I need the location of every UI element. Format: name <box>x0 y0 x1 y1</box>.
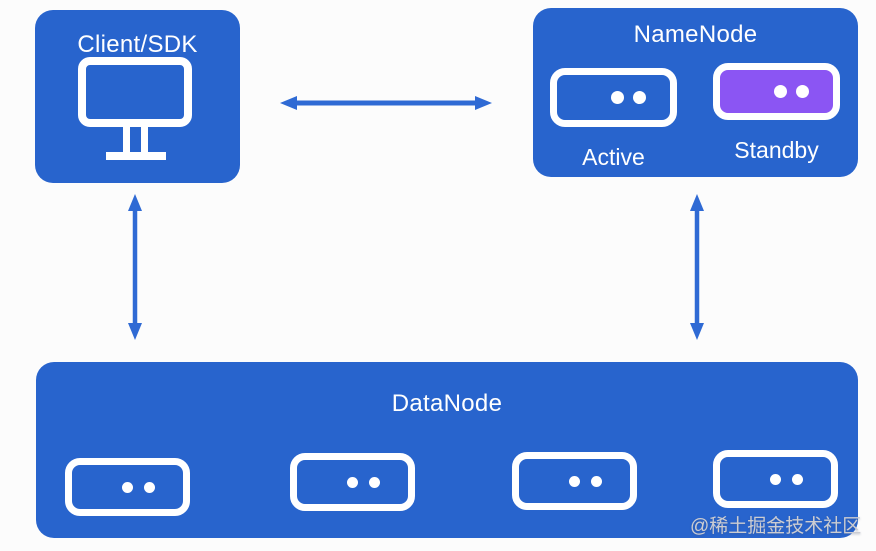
datanode-server-icon <box>65 458 190 516</box>
server-led-dot <box>796 85 809 98</box>
monitor-screen <box>78 57 192 127</box>
datanode-box: DataNode <box>36 362 858 538</box>
watermark-text: @稀土掘金技术社区 <box>690 516 862 537</box>
monitor-icon <box>78 57 196 162</box>
server-led-dot <box>122 481 133 493</box>
client-sdk-box: Client/SDK <box>35 10 240 183</box>
active-namenode-group: Active <box>550 68 677 169</box>
server-led-dot <box>774 85 787 98</box>
namenode-datanode-arrow <box>690 194 704 340</box>
monitor-stand-base <box>106 152 166 160</box>
active-server-icon <box>550 68 677 127</box>
datanode-server-icon <box>512 452 637 510</box>
datanode-server-icon <box>290 453 415 511</box>
standby-label: Standby <box>734 137 819 163</box>
client-sdk-label: Client/SDK <box>77 31 198 58</box>
server-led-dot <box>792 473 803 485</box>
server-led-dot <box>611 91 624 104</box>
monitor-stand-leg <box>123 125 130 152</box>
client-datanode-arrow <box>128 194 142 340</box>
datanode-server-icon <box>713 450 838 508</box>
server-led-dot <box>347 476 358 488</box>
client-namenode-arrow <box>280 96 492 110</box>
standby-server-icon <box>713 63 840 120</box>
server-led-dot <box>369 476 380 488</box>
namenode-servers-row: Active Standby <box>550 63 840 169</box>
server-led-dot <box>569 475 580 487</box>
active-label: Active <box>582 144 645 170</box>
namenode-box: NameNode Active Standby <box>533 8 858 177</box>
server-led-dot <box>144 481 155 493</box>
datanode-title: DataNode <box>391 390 503 417</box>
server-led-dot <box>591 475 602 487</box>
namenode-title: NameNode <box>633 21 758 48</box>
server-led-dot <box>633 91 646 104</box>
monitor-stand-leg <box>141 125 148 152</box>
standby-namenode-group: Standby <box>713 63 840 169</box>
server-led-dot <box>770 473 781 485</box>
